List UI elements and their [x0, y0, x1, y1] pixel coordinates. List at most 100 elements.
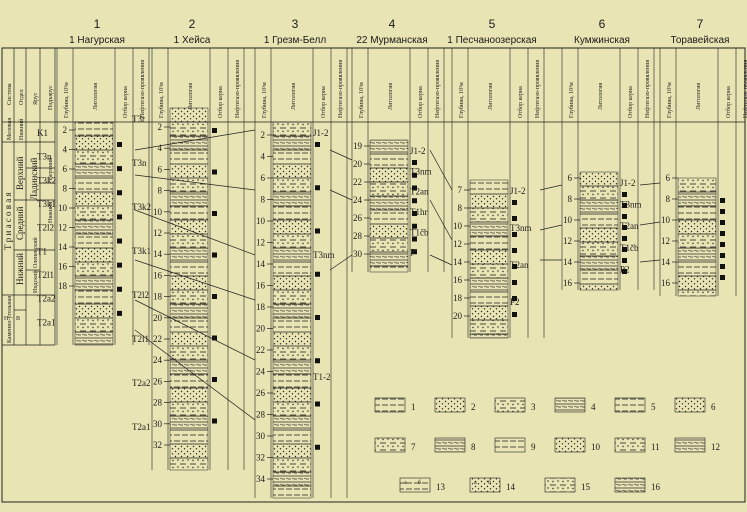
header-substage: Подъярус	[48, 85, 54, 110]
core-sample-mark	[512, 248, 517, 253]
unit-label: J1-2	[620, 178, 636, 188]
well-name: Торавейская	[671, 35, 730, 46]
depth-tick-label: 22	[353, 177, 362, 187]
unit-label: J1-2	[313, 128, 329, 138]
core-sample-mark	[117, 214, 122, 220]
lithology-layer	[272, 485, 312, 499]
lithology-layer	[169, 121, 209, 137]
well-name: 22 Мурманская	[356, 35, 427, 46]
depth-tick-label: 6	[63, 164, 68, 174]
lithology-layer	[677, 261, 717, 277]
lithology-layer	[169, 219, 209, 235]
depth-tick-label: 14	[153, 249, 163, 259]
unit-label: T3k2	[132, 202, 151, 212]
legend-label: 1	[411, 402, 416, 412]
column-header-depth: Глубина, 10²м	[458, 82, 465, 118]
lithology-layer	[272, 247, 312, 263]
lithology-layer	[169, 415, 209, 431]
lithology-layer	[272, 289, 312, 305]
legend-label: 2	[471, 402, 476, 412]
unit-label: T2l2	[37, 223, 54, 233]
correlation-line	[429, 254, 453, 266]
well-number: 7	[697, 17, 704, 31]
correlation-line	[429, 149, 453, 191]
depth-tick-label: 16	[256, 281, 266, 291]
unit-label: T3k1	[132, 246, 151, 256]
core-sample-mark	[512, 280, 517, 285]
depth-tick-label: 2	[63, 125, 68, 135]
legend-item-12: 12	[674, 437, 720, 453]
correlation-line	[134, 259, 256, 301]
column-header-oil: Нефтегазо-проявления	[742, 60, 747, 118]
lithology-layer	[369, 209, 409, 225]
core-sample-mark	[412, 211, 417, 216]
lithology-layer	[169, 387, 209, 403]
label-induan: Индский	[32, 270, 39, 293]
label-lower-cretaceous: Нижний	[18, 118, 25, 140]
depth-tick-label: 12	[661, 236, 670, 246]
lithology-layer	[169, 373, 209, 389]
unit-label: T2a2	[132, 378, 151, 388]
depth-tick-label: 18	[453, 293, 463, 303]
column-header-core: Отбор керна	[217, 86, 224, 118]
legend-item-10: 10	[554, 437, 601, 453]
legend-a: а	[474, 480, 477, 486]
column-header-oil: Нефтегазо-проявления	[434, 60, 441, 118]
lithology-layer	[272, 219, 312, 235]
depth-tick-label: 24	[153, 355, 163, 365]
well-number: 3	[292, 17, 299, 31]
lithology-layer	[272, 345, 312, 361]
column-header-depth: Глубина, 10²м	[568, 82, 575, 118]
depth-tick-label: 14	[256, 259, 266, 269]
label-middle-triassic: Средний	[15, 206, 25, 240]
lithology-layer	[169, 233, 209, 249]
well-number: 1	[94, 17, 101, 31]
unit-label: T2an	[620, 221, 639, 231]
core-sample-mark	[512, 216, 517, 221]
well-name: 1 Нагурская	[69, 35, 125, 46]
depth-tick-label: 32	[256, 453, 265, 463]
core-sample-mark	[512, 312, 517, 317]
depth-tick-label: 18	[58, 281, 68, 291]
lithology-layer	[272, 135, 312, 151]
lithology-layer	[469, 179, 509, 195]
lithology-layer	[469, 249, 509, 265]
depth-tick-label: 10	[58, 203, 68, 213]
unit-label: P2	[620, 264, 630, 274]
lithology-layer	[272, 443, 312, 459]
lithology-layer	[579, 227, 619, 243]
depth-tick-label: 30	[153, 419, 163, 429]
legend-label: 9	[531, 442, 536, 452]
lithology-layer	[272, 261, 312, 277]
legend-swatch	[494, 437, 526, 453]
lithology-layer	[469, 235, 509, 251]
legend-label: 12	[711, 442, 720, 452]
lithology-layer	[272, 191, 312, 207]
diagram-frame	[1, 47, 746, 503]
lithology-layer	[74, 163, 114, 179]
unit-label: P2	[510, 297, 520, 307]
unit-label: T3n	[132, 158, 147, 168]
core-sample-mark	[117, 142, 122, 147]
lithology-layer	[169, 345, 209, 361]
lithology-layer	[272, 317, 312, 333]
depth-tick-label: 28	[256, 410, 266, 420]
core-sample-mark	[622, 247, 627, 252]
legend-label: 13	[436, 482, 446, 492]
lithology-layer	[272, 429, 312, 445]
core-sample-mark	[622, 192, 627, 197]
correlation-line	[429, 199, 453, 241]
core-sample-mark	[117, 238, 122, 244]
lithology-layer	[272, 275, 312, 291]
lithology-layer	[74, 177, 114, 193]
depth-tick-label: 14	[563, 257, 573, 267]
legend-swatch	[374, 437, 406, 453]
depth-tick-label: 4	[63, 145, 68, 155]
lithology-layer	[169, 191, 209, 207]
depth-tick-label: 8	[568, 194, 573, 204]
core-sample-mark	[622, 258, 627, 263]
legend-swatch	[674, 437, 706, 453]
lithology-layer	[272, 163, 312, 179]
legend-a: а	[404, 480, 407, 486]
